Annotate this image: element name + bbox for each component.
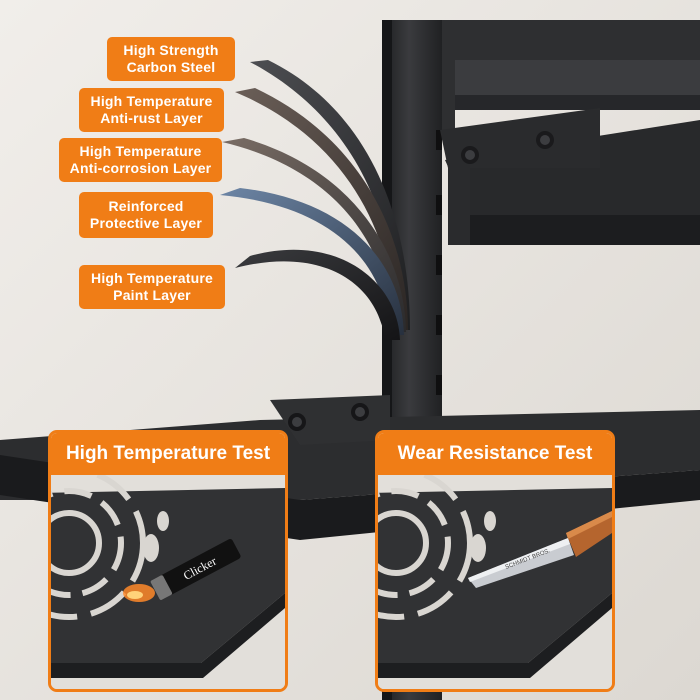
flame-test-illustration: Clicker <box>51 433 285 689</box>
label-line: High Temperature <box>91 270 213 286</box>
knife-test-illustration: SCHMIDT BROS. <box>378 433 612 689</box>
panel-title: High Temperature Test <box>51 433 285 475</box>
label-line: Carbon Steel <box>126 59 216 75</box>
panel-title: Wear Resistance Test <box>378 433 612 475</box>
layer-label-paint: High Temperature Paint Layer <box>79 265 225 309</box>
layer-label-anti-corrosion: High Temperature Anti-corrosion Layer <box>59 138 222 182</box>
high-temperature-test-panel: High Temperature Test Clicker <box>48 430 288 692</box>
label-line: High Temperature <box>79 143 202 159</box>
layer-label-protective: Reinforced Protective Layer <box>79 192 213 238</box>
label-line: High Strength <box>123 42 219 58</box>
label-line: High Temperature <box>90 93 213 109</box>
label-line: Paint Layer <box>113 287 191 303</box>
label-line: Reinforced <box>108 198 184 214</box>
label-line: Anti-rust Layer <box>100 110 203 126</box>
wear-resistance-test-panel: Wear Resistance Test SCHMIDT BROS. <box>375 430 615 692</box>
layer-label-anti-rust: High Temperature Anti-rust Layer <box>79 88 224 132</box>
label-line: Protective Layer <box>89 215 203 231</box>
layer-label-carbon-steel: High Strength Carbon Steel <box>107 37 235 81</box>
label-line: Anti-corrosion Layer <box>69 160 212 176</box>
